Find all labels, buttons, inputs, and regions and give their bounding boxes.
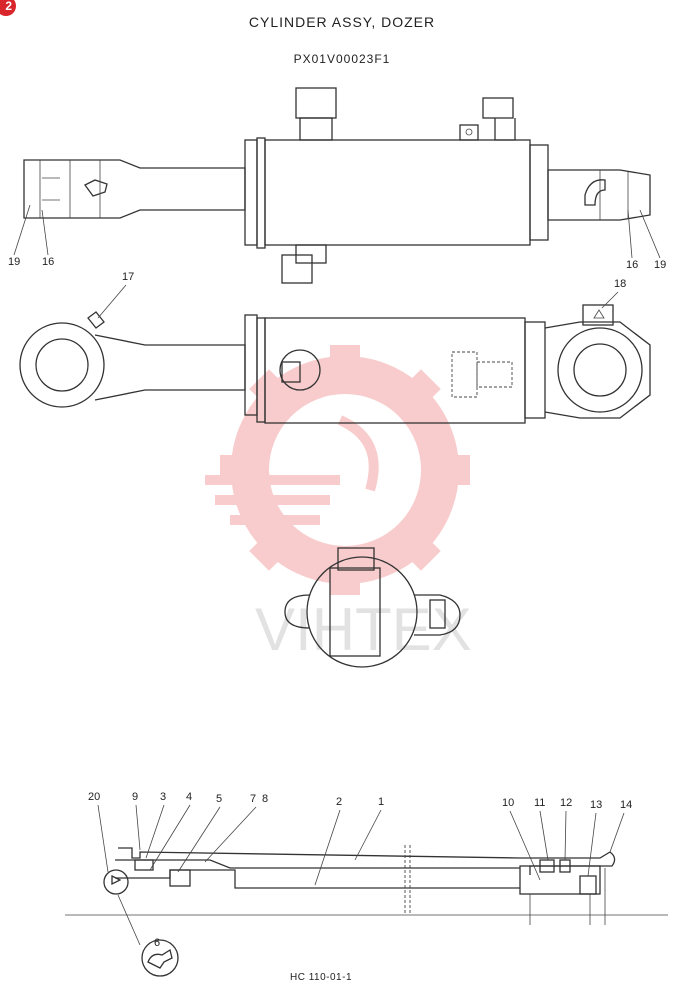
callout-16-left: 16 [42,256,54,268]
callout-2: 2 [336,796,342,808]
callout-1: 1 [378,796,384,808]
callout-13: 13 [590,799,602,811]
watermark-text: VIHTEX [255,596,472,663]
callout-8: 8 [262,793,268,805]
callout-7: 7 [250,793,256,805]
callout-3: 3 [160,791,166,803]
callout-11: 11 [534,797,545,809]
watermark-gear-icon [205,345,470,595]
cylinder-section-view [65,845,668,977]
callout-4: 4 [186,791,192,803]
cylinder-side-view [19,304,651,424]
callout-17: 17 [122,271,134,283]
callout-20: 20 [88,791,100,803]
callout-5: 5 [216,793,222,805]
callout-19-right: 19 [654,259,666,271]
callout-6: 6 [154,937,160,949]
cylinder-top-view [23,87,651,284]
diagram-title: CYLINDER ASSY, DOZER [248,14,436,30]
cylinder-end-view [284,547,461,668]
page-badge: 2 [0,0,16,16]
callout-9: 9 [132,791,138,803]
part-code: PX01V00023F1 [293,52,391,66]
callout-10: 10 [502,797,514,809]
callout-12: 12 [560,797,572,809]
callout-19-left: 19 [8,256,20,268]
callout-18: 18 [614,278,626,290]
footer-code: HC 110-01-1 [290,972,353,983]
callout-16-right: 16 [626,259,638,271]
callout-14: 14 [620,799,632,811]
